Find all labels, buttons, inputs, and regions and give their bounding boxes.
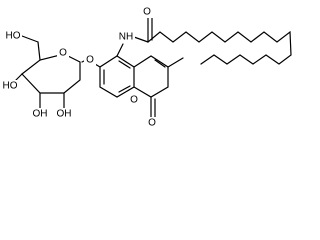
- molecule-structure: O NH O O HO HO OH OH O O: [1, 6, 292, 129]
- glycosidic-oxygen-label: O: [86, 55, 94, 66]
- bond-lines: [13, 15, 292, 119]
- coumarin-benzene-ring: [99, 55, 135, 98]
- lactone-carbonyl-oxygen-label: O: [148, 118, 156, 129]
- ch2oh-bond-2: [21, 35, 39, 43]
- coumarin-ring-oxygen-label: O: [130, 95, 138, 106]
- benzene-double-3: [118, 85, 131, 93]
- nh-ring-bond: [116, 43, 124, 57]
- sugar-ring-oxygen-label: O: [59, 48, 67, 59]
- c6-hydroxyl-label: HO: [6, 31, 21, 42]
- pyrone-double: [154, 59, 166, 68]
- c3-hydroxyl-label: OH: [33, 109, 48, 120]
- pyrone-ring: [133, 55, 169, 98]
- amide-cn-bond: [133, 36, 149, 43]
- methyl-bond: [167, 57, 184, 68]
- c2-hydroxyl-label: OH: [57, 109, 72, 120]
- ch2oh-bond-1: [37, 41, 41, 61]
- amide-oxygen-label: O: [143, 7, 151, 18]
- benzene-double-1: [118, 60, 131, 69]
- atom-labels: O NH O O HO HO OH OH O O: [1, 6, 158, 129]
- c4-hydroxyl-label: HO: [3, 81, 18, 92]
- amide-nh-label: NH: [119, 32, 133, 43]
- acyl-chain: [147, 30, 292, 65]
- pyranose-ring: [21, 53, 81, 94]
